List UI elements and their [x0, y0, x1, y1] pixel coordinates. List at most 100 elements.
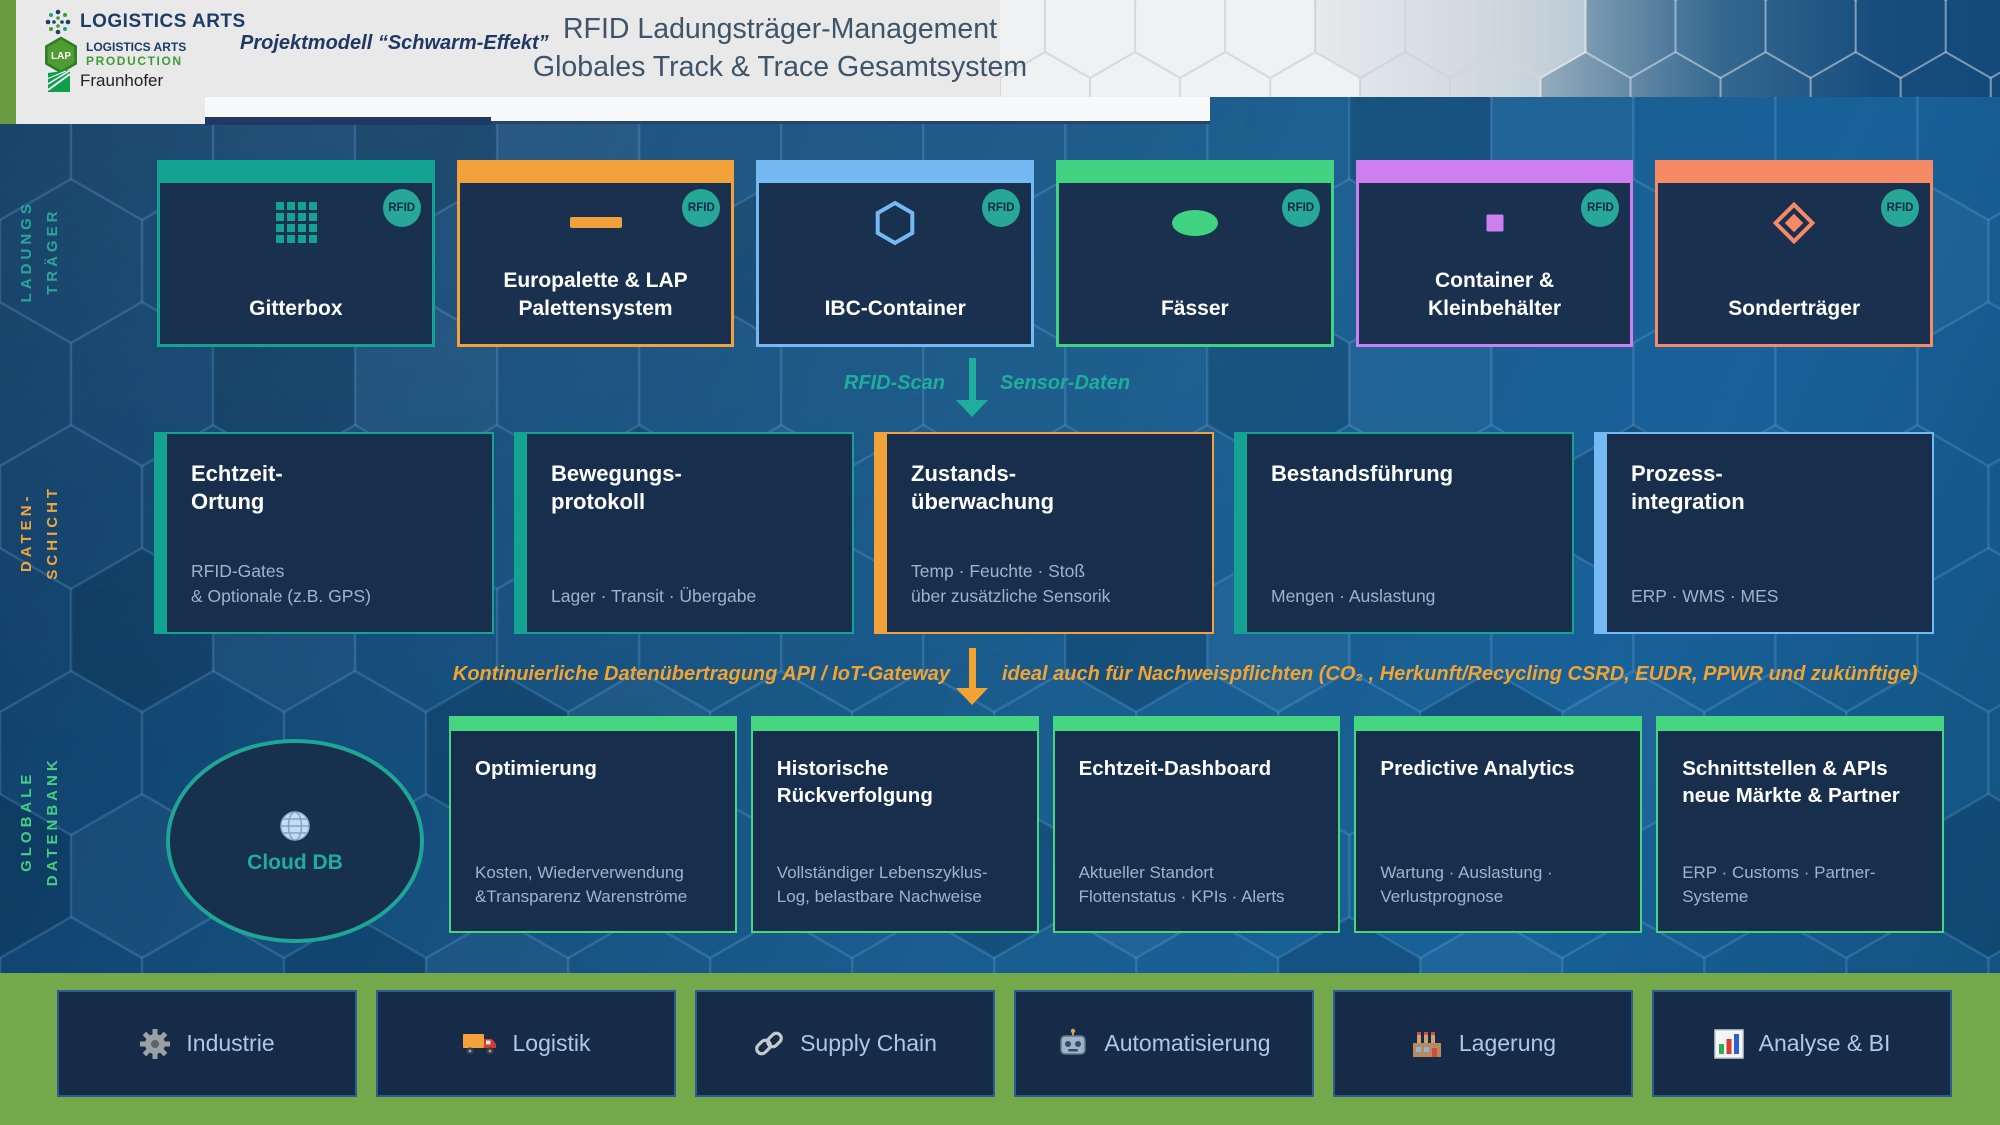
- logo-logistics-arts: LOGISTICS ARTS: [44, 8, 246, 36]
- page-title-line1: RFID Ladungsträger-Management: [562, 13, 998, 45]
- rfid-badge: RFID: [1281, 189, 1320, 227]
- side-label-datenschicht: DATEN- SCHICHT: [17, 484, 61, 580]
- card-top-bar: [759, 163, 1032, 183]
- sector-industrie: Industrie: [57, 990, 357, 1097]
- data-layer-row: Echtzeit- Ortung RFID-Gates & Optionale …: [154, 432, 1934, 634]
- carrier-card-label: IBC-Container: [824, 296, 966, 320]
- data-card-subtitle: ERP · WMS · MES: [1631, 585, 1779, 606]
- carrier-card-kleinbehaelter: RFID Container & Kleinbehälter: [1355, 160, 1634, 347]
- db-card-title: Historische Rückverfolgung: [776, 757, 933, 808]
- carrier-card-europalette: RFID Europalette & LAP Palettensystem: [456, 160, 735, 347]
- cloud-db-label: Cloud DB: [247, 850, 343, 874]
- db-card-subtitle: Kosten, Wiederverwendung &Transparenz Wa…: [475, 862, 688, 906]
- carrier-row: RFID Gitterbox RFID Europalette & LA: [157, 160, 1934, 347]
- db-card-title: Echtzeit-Dashboard: [1078, 757, 1272, 780]
- down-arrow-icon: [956, 358, 988, 418]
- carrier-card-ibc-container: RFID IBC-Container: [756, 160, 1035, 347]
- db-card-subtitle: ERP · Customs · Partner- Systeme: [1682, 862, 1876, 906]
- rfid-badge: RFID: [382, 189, 421, 227]
- db-card-schnittstellen: Schnittstellen & APIs neue Märkte & Part…: [1656, 716, 1944, 933]
- db-card-subtitle: Vollständiger Lebenszyklus- Log, belastb…: [776, 862, 988, 906]
- data-card-echtzeit-ortung: Echtzeit- Ortung RFID-Gates & Optionale …: [154, 432, 494, 634]
- data-card-subtitle: Temp · Feuchte · Stoß über zusätzliche S…: [911, 561, 1111, 606]
- card-top-bar: [451, 718, 735, 731]
- grid-icon: [160, 197, 432, 249]
- data-card-bestandsfuehrung: Bestandsführung Mengen · Auslastung: [1234, 432, 1574, 634]
- logo-lap: LAP LOGISTICS ARTS PRODUCTION: [44, 36, 186, 74]
- card-top-bar: [1658, 718, 1942, 731]
- side-label-globale-datenbank: GLOBALE DATENBANK: [17, 756, 61, 887]
- page-title-line2: Globales Track & Trace Gesamtsystem: [532, 51, 1028, 83]
- chart-icon: [1713, 1028, 1744, 1059]
- carrier-card-faesser: RFID Fässer: [1056, 160, 1334, 347]
- db-card-subtitle: Wartung · Auslastung · Verlustprognose: [1380, 862, 1553, 906]
- db-card-echtzeit-dashboard: Echtzeit-Dashboard Aktueller Standort Fl…: [1052, 716, 1341, 933]
- down-arrow-icon: [956, 648, 988, 708]
- card-top-bar: [1054, 718, 1339, 731]
- factory-icon: [1410, 1029, 1444, 1059]
- sector-label: Analyse & BI: [1758, 1030, 1891, 1056]
- globe-dots-icon: [44, 8, 72, 36]
- pallet-icon: [460, 197, 732, 249]
- flow1-right-label: Sensor-Daten: [1000, 372, 1131, 394]
- sector-automatisierung: Automatisierung: [1014, 990, 1314, 1097]
- logo-lap-line1: LOGISTICS ARTS: [86, 40, 187, 55]
- robot-icon: [1057, 1028, 1089, 1060]
- box-icon: [1359, 197, 1631, 249]
- flow1-left-label: RFID-Scan: [843, 372, 945, 394]
- sector-label: Automatisierung: [1104, 1030, 1271, 1056]
- gear-icon: [139, 1028, 171, 1060]
- sector-label: Industrie: [186, 1030, 275, 1056]
- data-card-title: Prozess- integration: [1631, 461, 1745, 515]
- data-card-subtitle: Lager · Transit · Übergabe: [551, 585, 757, 606]
- global-db-row: Optimierung Kosten, Wiederverwendung &Tr…: [449, 716, 1944, 933]
- db-card-title: Predictive Analytics: [1380, 757, 1575, 780]
- sector-logistik: Logistik: [376, 990, 676, 1097]
- data-card-zustandsueberwachung: Zustands- überwachung Temp · Feuchte · S…: [874, 432, 1214, 634]
- carrier-card-label: Gitterbox: [249, 296, 343, 320]
- card-top-bar: [752, 718, 1037, 731]
- flow2-left-label: Kontinuierliche Datenübertragung API / I…: [452, 663, 950, 685]
- sector-lagerung: Lagerung: [1333, 990, 1633, 1097]
- sector-supply-chain: Supply Chain: [695, 990, 995, 1097]
- data-card-subtitle: RFID-Gates & Optionale (z.B. GPS): [191, 561, 371, 606]
- sector-row: Industrie Logistik: [57, 990, 1952, 1097]
- page-title: RFID Ladungsträger-Management Globales T…: [430, 10, 1130, 86]
- data-card-title: Bewegungs- protokoll: [551, 461, 682, 515]
- barrel-icon: [1059, 197, 1331, 249]
- left-green-stripe: [0, 0, 16, 124]
- header-underline-accent: [205, 117, 491, 125]
- card-top-bar: [1059, 163, 1331, 183]
- logo-logistics-arts-text: LOGISTICS ARTS: [80, 11, 246, 32]
- db-card-rueckverfolgung: Historische Rückverfolgung Vollständiger…: [750, 716, 1039, 933]
- db-card-title: Schnittstellen & APIs neue Märkte & Part…: [1682, 757, 1900, 808]
- truck-icon: [462, 1030, 498, 1058]
- logo-lap-line2: PRODUCTION: [86, 54, 183, 68]
- data-card-title: Bestandsführung: [1271, 461, 1454, 486]
- sector-label: Logistik: [512, 1030, 591, 1056]
- db-card-subtitle: Aktueller Standort Flottenstatus · KPIs …: [1078, 862, 1285, 906]
- cloud-db: Cloud DB: [166, 739, 424, 943]
- flow2-right-label: ideal auch für Nachweispflichten (CO₂ , …: [1002, 663, 1918, 685]
- side-label-ladungstraeger: LADUNGS TRÄGER: [17, 200, 61, 303]
- card-top-bar: [459, 163, 732, 183]
- db-card-optimierung: Optimierung Kosten, Wiederverwendung &Tr…: [449, 716, 737, 933]
- data-card-title: Echtzeit- Ortung: [191, 461, 283, 515]
- data-card-subtitle: Mengen · Auslastung: [1271, 585, 1436, 606]
- carrier-card-label: Fässer: [1160, 296, 1229, 320]
- data-card-title: Zustands- überwachung: [911, 461, 1055, 515]
- rfid-badge: RFID: [1581, 189, 1620, 227]
- header-hexagon-art: [1000, 0, 2000, 97]
- sector-analyse-bi: Analyse & BI: [1652, 990, 1952, 1097]
- fraunhofer-icon: [46, 68, 72, 94]
- data-card-bewegungsprotokoll: Bewegungs- protokoll Lager · Transit · Ü…: [514, 432, 854, 634]
- rfid-badge: RFID: [682, 189, 721, 227]
- logo-fraunhofer: Fraunhofer: [46, 68, 163, 94]
- diamond-icon: [1658, 197, 1930, 249]
- hexagon-icon: [759, 197, 1031, 249]
- card-top-bar: [1358, 163, 1631, 183]
- db-card-predictive-analytics: Predictive Analytics Wartung · Auslastun…: [1354, 716, 1643, 933]
- carrier-card-label: Sonderträger: [1728, 296, 1861, 320]
- carrier-card-sondertraeger: RFID Sonderträger: [1655, 160, 1934, 347]
